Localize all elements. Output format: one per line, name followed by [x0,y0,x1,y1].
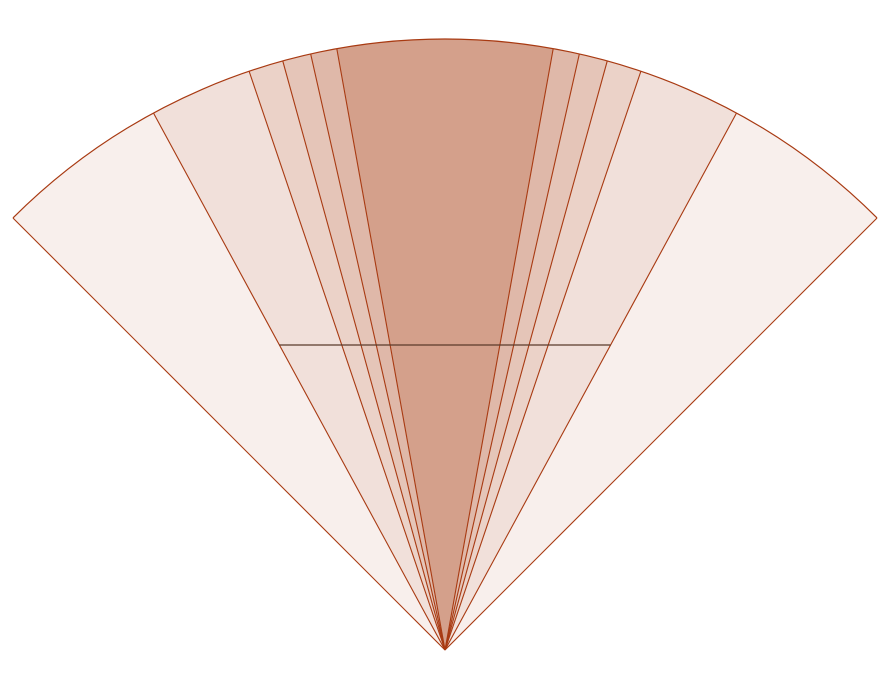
sector-band-3 [249,60,445,650]
sector-ray-2 [152,112,446,651]
sector-ray-3 [248,71,446,651]
sector-ray-7 [444,48,554,651]
sector-band-11 [445,113,878,651]
sector-ray-12 [444,217,878,651]
sector-band-10 [445,71,737,650]
sector-ray-10 [444,71,642,651]
sector-ray-8 [444,53,580,651]
outer-arc [12,38,878,219]
sector-ray-4 [282,60,446,651]
sector-ray-9 [444,60,608,651]
sector-ray-6 [336,48,446,651]
sector-ray-5 [310,53,446,651]
sector-ray-11 [444,112,738,651]
sector-band-1 [12,113,446,651]
sector-ray-1 [12,217,446,651]
sector-rays [12,48,878,651]
sector-band-2 [153,71,445,650]
sector-band-9 [445,60,641,650]
